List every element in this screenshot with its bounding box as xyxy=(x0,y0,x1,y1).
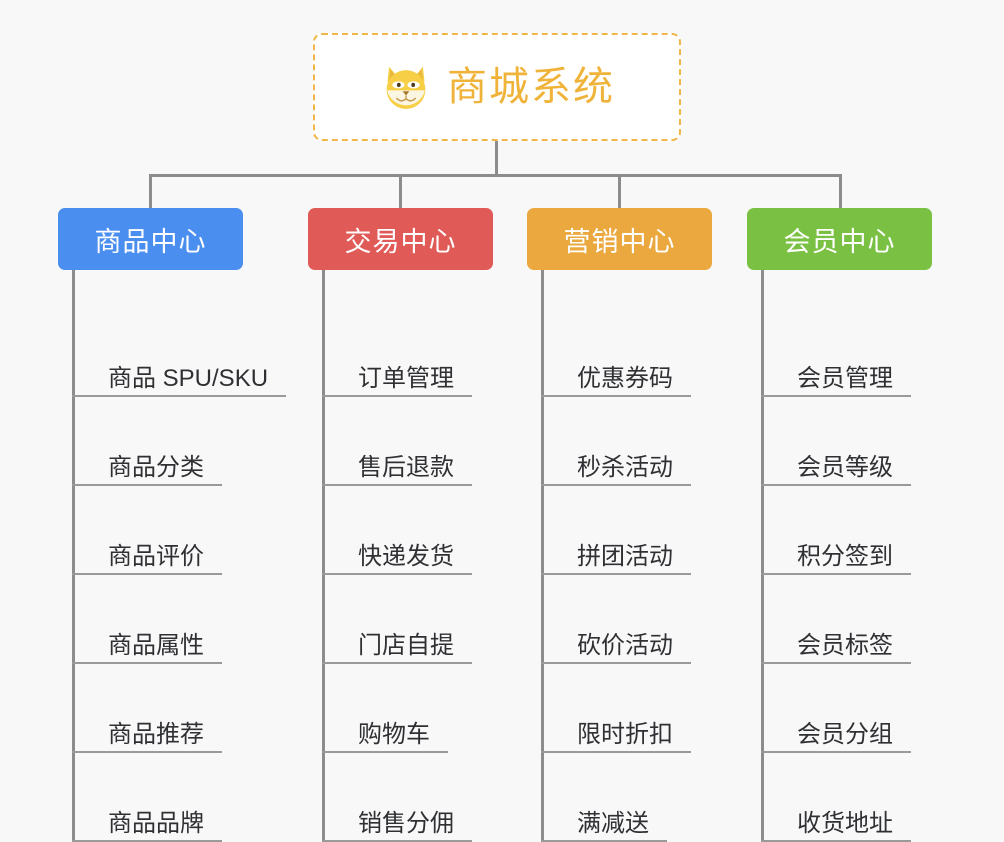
leaf-item-label: 商品评价 xyxy=(108,542,204,570)
category-label: 商品中心 xyxy=(94,226,207,257)
leaf-item[interactable]: 商品分类 xyxy=(72,397,222,486)
category-box-trade-center[interactable]: 交易中心 xyxy=(308,208,493,270)
leaf-item[interactable]: 积分签到 xyxy=(761,486,911,575)
leaf-item-label: 售后退款 xyxy=(358,453,454,481)
leaf-item[interactable]: 会员管理 xyxy=(761,308,911,397)
leaf-item[interactable]: 订单管理 xyxy=(322,308,472,397)
leaf-item-label: 门店自提 xyxy=(358,631,454,659)
leaf-item[interactable]: 会员分组 xyxy=(761,664,911,753)
leaf-item-label: 砍价活动 xyxy=(577,631,673,659)
leaf-item-label: 积分签到 xyxy=(797,542,893,570)
leaf-item[interactable]: 售后退款 xyxy=(322,397,472,486)
leaf-item-label: 商品分类 xyxy=(108,453,204,481)
leaf-item-label: 会员分组 xyxy=(797,720,893,748)
leaf-item[interactable]: 销售分佣 xyxy=(322,753,472,842)
leaf-item-label: 销售分佣 xyxy=(358,809,454,837)
leaf-item-label: 限时折扣 xyxy=(577,720,673,748)
leaf-item-label: 订单管理 xyxy=(358,364,454,392)
connector-drop-member-center xyxy=(839,174,842,209)
leaf-item-label: 快递发货 xyxy=(358,542,454,570)
leaf-item-label: 商品 SPU/SKU xyxy=(108,364,269,392)
leaf-item-label: 商品属性 xyxy=(108,631,204,659)
leaf-item-label: 优惠券码 xyxy=(577,364,673,392)
connector-drop-marketing-center xyxy=(618,174,621,209)
leaf-item[interactable]: 购物车 xyxy=(322,664,448,753)
category-box-member-center[interactable]: 会员中心 xyxy=(747,208,932,270)
category-label: 交易中心 xyxy=(344,226,457,257)
shiba-dog-face-icon xyxy=(379,60,433,114)
leaf-item[interactable]: 秒杀活动 xyxy=(541,397,691,486)
leaf-item[interactable]: 门店自提 xyxy=(322,575,472,664)
root-node-mall-system[interactable]: 商城系统 xyxy=(313,33,681,141)
connector-drop-product-center xyxy=(149,174,152,209)
leaf-item[interactable]: 快递发货 xyxy=(322,486,472,575)
leaf-item[interactable]: 商品品牌 xyxy=(72,753,222,842)
leaf-item[interactable]: 商品评价 xyxy=(72,486,222,575)
leaf-item[interactable]: 商品 SPU/SKU xyxy=(72,308,287,397)
category-box-marketing-center[interactable]: 营销中心 xyxy=(527,208,712,270)
leaf-item[interactable]: 商品推荐 xyxy=(72,664,222,753)
leaf-item[interactable]: 收货地址 xyxy=(761,753,911,842)
leaf-item-label: 会员等级 xyxy=(797,453,893,481)
leaf-item[interactable]: 拼团活动 xyxy=(541,486,691,575)
branch-spine xyxy=(322,270,325,842)
category-label: 营销中心 xyxy=(563,226,676,257)
leaf-item[interactable]: 限时折扣 xyxy=(541,664,691,753)
leaf-item-label: 秒杀活动 xyxy=(577,453,673,481)
leaf-item[interactable]: 优惠券码 xyxy=(541,308,691,397)
connector-drop-trade-center xyxy=(399,174,402,209)
leaf-item-label: 会员标签 xyxy=(797,631,893,659)
category-box-product-center[interactable]: 商品中心 xyxy=(58,208,243,270)
root-title: 商城系统 xyxy=(447,65,615,109)
branch-spine xyxy=(761,270,764,842)
leaf-item[interactable]: 会员等级 xyxy=(761,397,911,486)
connector-root-stem xyxy=(495,141,498,177)
leaf-item[interactable]: 会员标签 xyxy=(761,575,911,664)
leaf-item-label: 会员管理 xyxy=(797,364,893,392)
branch-spine xyxy=(541,270,544,842)
leaf-item-label: 商品推荐 xyxy=(108,720,204,748)
leaf-item-label: 商品品牌 xyxy=(108,809,204,837)
branch-spine xyxy=(72,270,75,842)
leaf-item-label: 购物车 xyxy=(358,720,430,748)
leaf-item[interactable]: 砍价活动 xyxy=(541,575,691,664)
category-label: 会员中心 xyxy=(783,226,896,257)
leaf-item-label: 拼团活动 xyxy=(577,542,673,570)
connector-horizontal-bus xyxy=(149,174,842,177)
leaf-item[interactable]: 满减送 xyxy=(541,753,667,842)
leaf-item-label: 满减送 xyxy=(577,809,649,837)
leaf-item[interactable]: 商品属性 xyxy=(72,575,222,664)
leaf-item-label: 收货地址 xyxy=(797,809,893,837)
